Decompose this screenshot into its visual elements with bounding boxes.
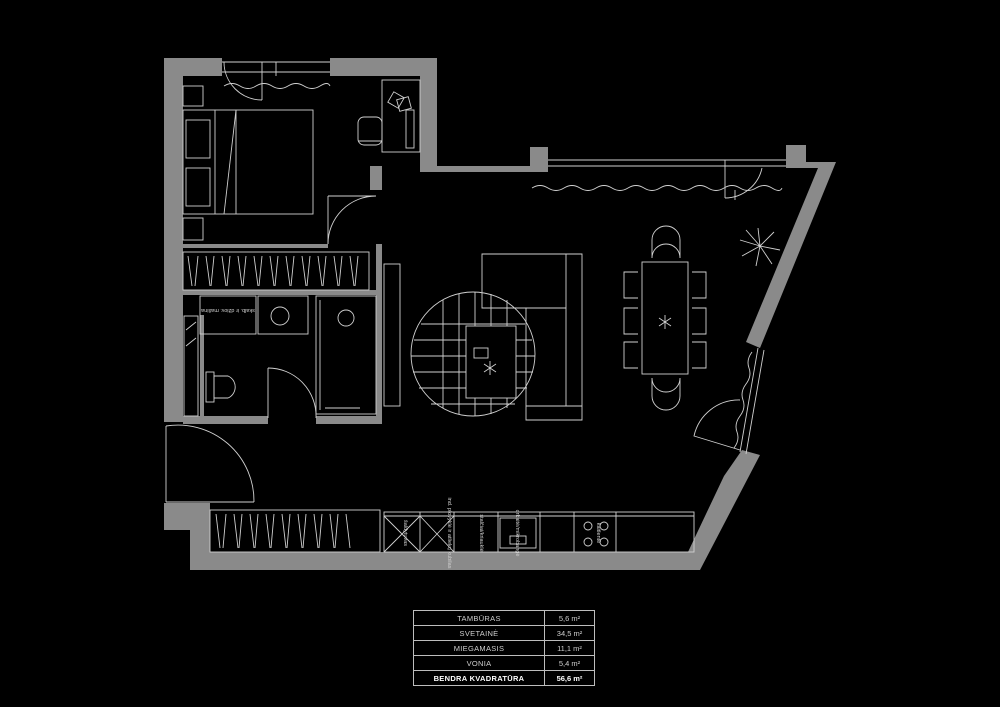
dining-table — [641, 261, 689, 375]
label-cooktop: kaitlentė — [595, 523, 601, 544]
kitchen-counter — [383, 511, 695, 553]
bath-shelf — [183, 315, 199, 417]
area-value: 34,5 m² — [544, 625, 595, 641]
tv-unit — [383, 263, 401, 407]
door-entrance — [165, 424, 255, 503]
washer-dryer — [199, 295, 257, 335]
door-bedroom — [327, 195, 377, 245]
wall-wardrobe-top — [183, 244, 328, 248]
walls — [164, 58, 836, 570]
wall-right-top — [746, 145, 836, 348]
wall-bath-bottom-r — [316, 416, 382, 424]
wall-bath-bottom — [183, 416, 268, 424]
label-oven: orkaitė/mikrobangė — [514, 510, 520, 557]
dining-chairs — [623, 225, 707, 411]
door-bath — [267, 367, 317, 419]
area-value: 56,6 m² — [544, 670, 595, 686]
wall-bedroom-top-right — [330, 58, 548, 172]
flower-table — [658, 315, 672, 329]
wall-bath-right — [376, 244, 382, 424]
plant — [739, 227, 781, 267]
window-bedroom — [222, 61, 331, 101]
area-name: MIEGAMASIS — [413, 640, 545, 656]
window-living — [531, 159, 786, 200]
shower — [315, 295, 377, 415]
desk-chair — [357, 116, 383, 146]
nightstand — [182, 85, 204, 107]
label-washer-dryer: skalb. ir džiov. mašina — [200, 307, 255, 313]
wardrobe-entrance — [209, 509, 381, 553]
wall-bedroom-outer — [164, 58, 222, 422]
area-name: TAMBŪRAS — [413, 610, 545, 626]
area-name: SVETAINĖ — [413, 625, 545, 641]
wall-right-bottom — [164, 450, 760, 570]
area-name: BENDRA KVADRATŪRA — [413, 670, 545, 686]
label-cabinet: stalčiai/kriauklė — [478, 514, 484, 551]
sofa — [481, 253, 583, 421]
wall-bath-top — [183, 290, 381, 295]
coffee-table — [465, 325, 517, 399]
label-dishwasher: ind. plovyklė ir atliekų kubilas — [446, 498, 452, 569]
bed — [182, 109, 314, 215]
area-value: 5,6 m² — [544, 610, 595, 626]
sink — [257, 295, 309, 335]
area-value: 11,1 m² — [544, 640, 595, 656]
wall-notch — [370, 166, 382, 190]
desk — [381, 79, 421, 153]
wardrobe-bedroom — [182, 251, 370, 291]
area-value: 5,4 m² — [544, 655, 595, 671]
nightstand-2 — [182, 217, 204, 241]
window-right — [693, 347, 765, 455]
toilet — [205, 371, 236, 403]
label-fridge: šaldytuvas — [402, 520, 408, 546]
area-name: VONIA — [413, 655, 545, 671]
flower-coffee — [483, 361, 497, 375]
wall-bath-mid — [200, 315, 204, 420]
